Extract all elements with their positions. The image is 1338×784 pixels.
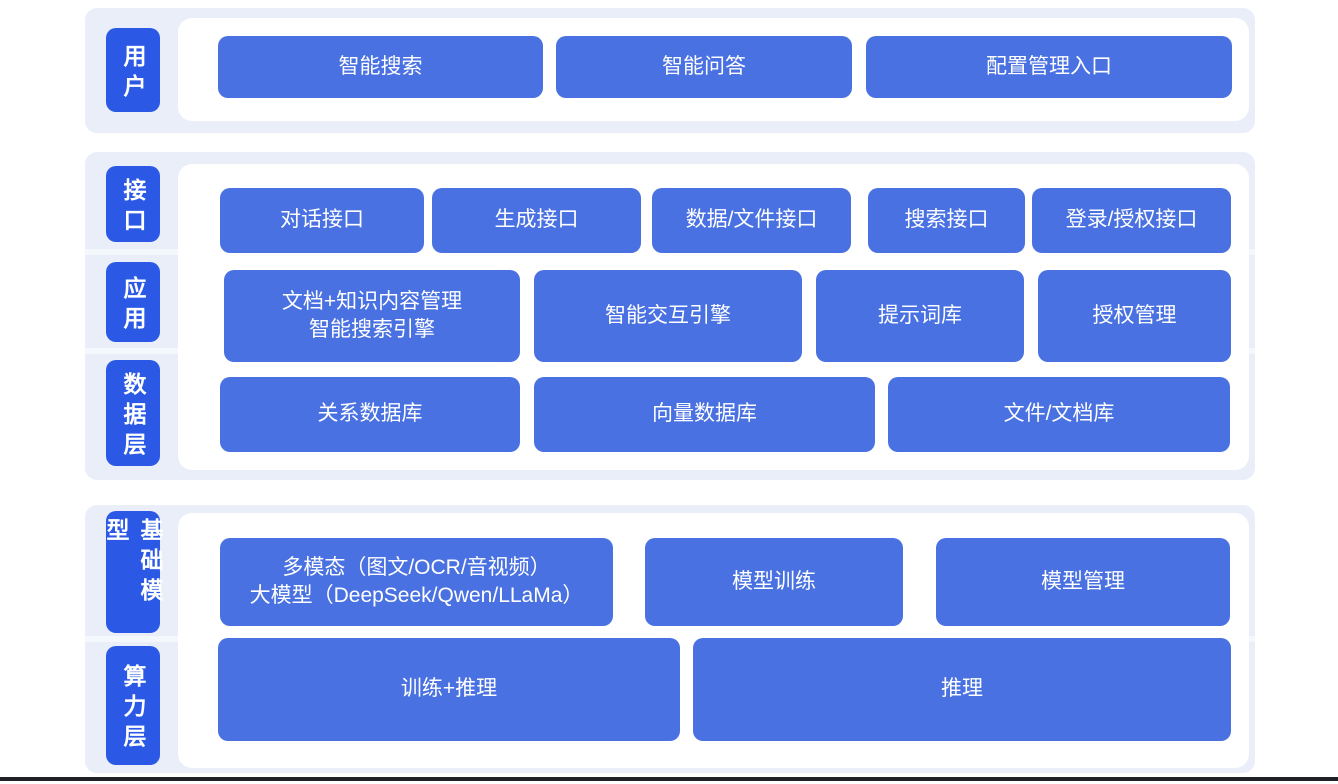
layer-label-interface: 接口 <box>106 166 160 242</box>
layer-label-foundation-model-text: 基础模型 <box>103 518 163 608</box>
layer-label-application-text: 应用 <box>120 275 146 336</box>
block-interaction-engine: 智能交互引擎 <box>534 270 802 362</box>
row-application-blocks: 文档+知识内容管理 智能搜索引擎 智能交互引擎 提示词库 授权管理 <box>178 270 1249 362</box>
section-bottom-layers: 基础模型 算力层 多模态（图文/OCR/音视频） 大模型（DeepSeek/Qw… <box>85 505 1255 773</box>
block-relational-db: 关系数据库 <box>220 377 520 452</box>
block-model-training: 模型训练 <box>645 538 903 626</box>
block-auth-management: 授权管理 <box>1038 270 1231 362</box>
block-smart-search: 智能搜索 <box>218 36 543 98</box>
layer-label-compute: 算力层 <box>106 646 160 765</box>
block-search-api-label: 搜索接口 <box>904 208 989 232</box>
row-compute-blocks: 训练+推理 推理 <box>178 638 1249 741</box>
block-model-training-label: 模型训练 <box>732 569 816 593</box>
row-interface-blocks: 对话接口 生成接口 数据/文件接口 搜索接口 登录/授权接口 <box>178 188 1249 253</box>
block-training-inference: 训练+推理 <box>218 638 680 741</box>
layer-label-application: 应用 <box>106 262 160 342</box>
block-data-file-api-label: 数据/文件接口 <box>685 208 818 232</box>
block-smart-qa-label: 智能问答 <box>662 54 746 78</box>
block-file-doc-store-label: 文件/文档库 <box>1003 402 1115 426</box>
block-training-inference-label: 训练+推理 <box>400 677 498 701</box>
block-relational-db-label: 关系数据库 <box>317 402 423 426</box>
panel-user-layer: 智能搜索 智能问答 配置管理入口 <box>178 18 1249 121</box>
block-prompt-library-label: 提示词库 <box>878 303 962 327</box>
layer-label-interface-text: 接口 <box>120 177 146 238</box>
block-prompt-library: 提示词库 <box>816 270 1024 362</box>
block-interaction-engine-label: 智能交互引擎 <box>605 303 731 327</box>
block-config-management-entry: 配置管理入口 <box>866 36 1232 98</box>
block-dialog-api: 对话接口 <box>220 188 424 253</box>
block-login-auth-api: 登录/授权接口 <box>1032 188 1231 253</box>
layer-label-compute-text: 算力层 <box>120 664 146 754</box>
layer-label-user: 用户 <box>106 28 160 112</box>
block-model-management-label: 模型管理 <box>1041 569 1125 593</box>
layer-label-data: 数据层 <box>106 360 160 466</box>
block-model-management: 模型管理 <box>936 538 1230 626</box>
block-vector-db: 向量数据库 <box>534 377 875 452</box>
row-foundation-model-blocks: 多模态（图文/OCR/音视频） 大模型（DeepSeek/Qwen/LLaMa）… <box>178 538 1249 626</box>
block-inference-label: 推理 <box>941 677 983 701</box>
section-user-layer: 用户 智能搜索 智能问答 配置管理入口 <box>85 8 1255 133</box>
row-data-blocks: 关系数据库 向量数据库 文件/文档库 <box>178 377 1249 452</box>
layer-label-foundation-model: 基础模型 <box>103 511 163 633</box>
block-multimodal-llm-line1: 多模态（图文/OCR/音视频） <box>282 555 551 579</box>
block-doc-knowledge-line1: 文档+知识内容管理 <box>281 289 463 313</box>
panel-middle-layers: 对话接口 生成接口 数据/文件接口 搜索接口 登录/授权接口 文档+知识内容管 <box>178 164 1249 470</box>
block-smart-search-label: 智能搜索 <box>338 54 423 78</box>
block-generation-api-label: 生成接口 <box>494 208 579 232</box>
row-user-blocks: 智能搜索 智能问答 配置管理入口 <box>178 36 1249 98</box>
panel-bottom-layers: 多模态（图文/OCR/音视频） 大模型（DeepSeek/Qwen/LLaMa）… <box>178 513 1249 768</box>
block-generation-api: 生成接口 <box>432 188 641 253</box>
block-inference: 推理 <box>693 638 1231 741</box>
layer-label-user-text: 用户 <box>120 43 146 104</box>
block-vector-db-label: 向量数据库 <box>652 402 757 426</box>
block-doc-knowledge-line2: 智能搜索引擎 <box>309 318 435 341</box>
block-login-auth-api-label: 登录/授权接口 <box>1065 208 1198 232</box>
layer-label-data-text: 数据层 <box>120 371 146 462</box>
block-file-doc-store: 文件/文档库 <box>888 377 1230 452</box>
block-data-file-api: 数据/文件接口 <box>652 188 851 253</box>
block-multimodal-llm-line2: 大模型（DeepSeek/Qwen/LLaMa） <box>249 584 584 607</box>
block-multimodal-llm: 多模态（图文/OCR/音视频） 大模型（DeepSeek/Qwen/LLaMa） <box>220 538 613 626</box>
block-auth-management-label: 授权管理 <box>1092 303 1177 327</box>
block-config-management-entry-label: 配置管理入口 <box>986 54 1112 78</box>
block-doc-knowledge-search-engine: 文档+知识内容管理 智能搜索引擎 <box>224 270 520 362</box>
section-middle-layers: 接口 应用 数据层 对话接口 生成接口 数据/文件接口 搜索接口 <box>85 152 1255 480</box>
block-search-api: 搜索接口 <box>868 188 1025 253</box>
block-dialog-api-label: 对话接口 <box>280 208 364 232</box>
block-smart-qa: 智能问答 <box>556 36 852 98</box>
bottom-divider-bar <box>0 777 1338 781</box>
